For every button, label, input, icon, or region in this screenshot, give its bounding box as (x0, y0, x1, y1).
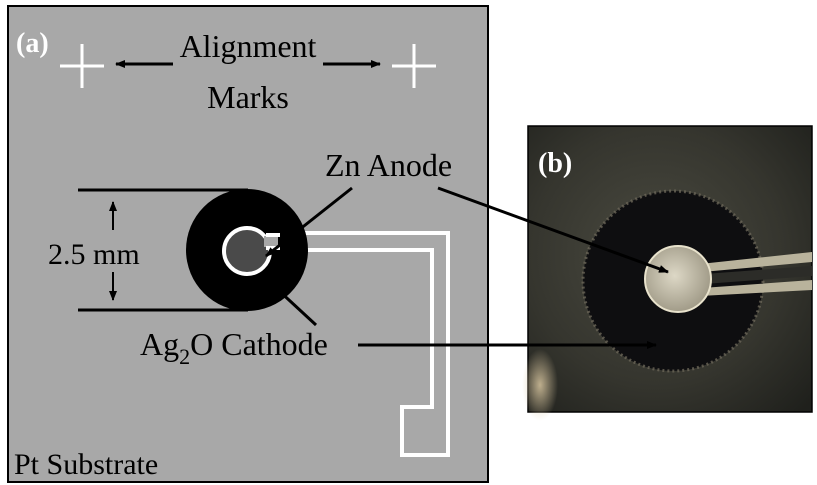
anode-trace-bridge (264, 236, 278, 247)
ag2o-cathode-label: Ag2O Cathode (140, 326, 328, 369)
photo-lead-top (700, 252, 812, 272)
cathode-arrow-a (274, 286, 318, 327)
photo-anode-disc (644, 245, 712, 313)
panel-a: (a) Alignment Marks 2.5 mm Pt Substrate (7, 5, 489, 483)
anode-current-collector (246, 231, 450, 457)
photo-lead-bottom (700, 280, 812, 296)
alignment-marks-label-line1: Alignment (180, 28, 317, 64)
dimension-label: 2.5 mm (48, 238, 140, 271)
panel-a-label: (a) (16, 28, 49, 59)
photo-glare (522, 349, 558, 421)
alignment-mark-left (60, 44, 104, 88)
photo-cathode-ring-edge (581, 189, 765, 373)
anode-arrow-b (437, 186, 669, 274)
panel-b: (b) (522, 125, 813, 421)
alignment-mark-right (392, 44, 436, 88)
zn-anode-disc (222, 226, 272, 276)
panel-b-label: (b) (538, 148, 572, 179)
pt-substrate-label: Pt Substrate (14, 448, 158, 481)
anode-arrow-a (265, 186, 353, 258)
alignment-marks-label-line2: Marks (207, 79, 289, 115)
zn-anode-label: Zn Anode (325, 147, 452, 183)
